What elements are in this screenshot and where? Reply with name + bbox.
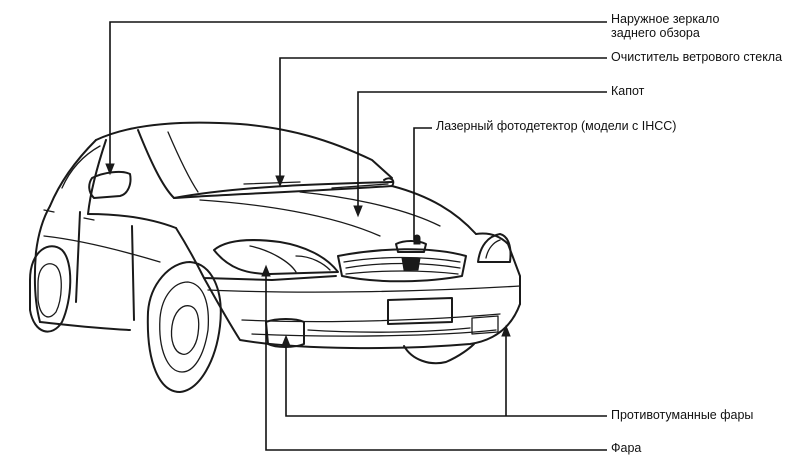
laser-detector-label: Лазерный фотодетектор (модели с IHCC)	[436, 119, 677, 133]
fog-lamps-label: Противотуманные фары	[611, 408, 754, 422]
mirror-label-line2: заднего обзора	[611, 26, 700, 40]
car-body	[29, 121, 521, 393]
mirror-label-line1: Наружное зеркало	[611, 12, 720, 26]
mirror-leader	[109, 21, 607, 168]
headlamp-leader	[265, 272, 607, 451]
hood-label: Капот	[611, 84, 645, 98]
laser-leader	[413, 127, 432, 240]
wiper-label: Очиститель ветрового стекла	[611, 50, 783, 64]
leader-lines	[109, 21, 607, 451]
fog-leader	[285, 342, 607, 417]
mirror-arrow-icon	[105, 163, 115, 176]
wiper-leader	[279, 57, 607, 182]
fog-right-arrow-icon	[501, 324, 511, 337]
fog-arrow-icon	[281, 334, 291, 347]
wiper-arrow-icon	[275, 175, 285, 188]
headlamp-label: Фара	[611, 441, 642, 455]
hood-leader	[357, 91, 607, 212]
leader-arrowheads	[105, 163, 511, 347]
hood-arrow-icon	[353, 205, 363, 218]
mirror-label: Наружное зеркало заднего обзора	[611, 12, 719, 40]
headlamp-arrow-icon	[261, 264, 271, 277]
